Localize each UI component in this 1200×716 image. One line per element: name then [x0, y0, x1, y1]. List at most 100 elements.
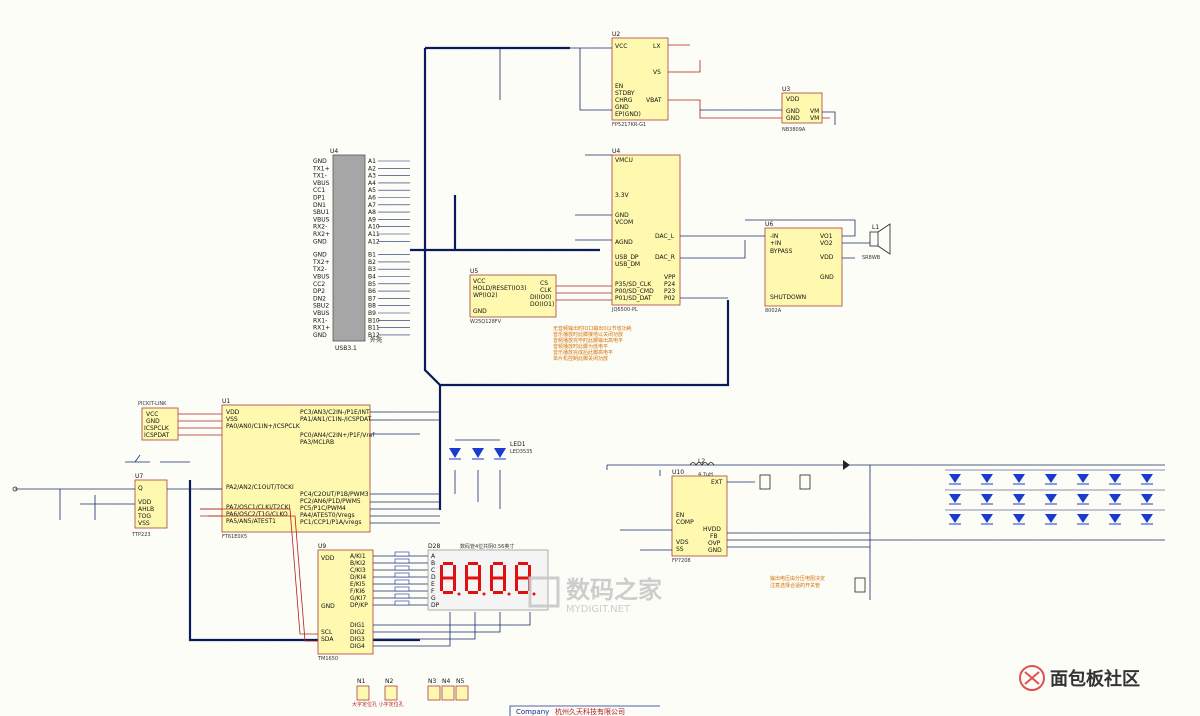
- usb-pin-label: TX2+: [312, 259, 330, 266]
- usb-pin-label: VBUS: [313, 310, 330, 317]
- chip-u6: U6 8002A -IN +IN BYPASS SHUTDOWN VO1 VO2…: [764, 221, 843, 314]
- resistor-array: [394, 551, 410, 606]
- u4-pin: DAC_L: [655, 233, 675, 240]
- usb-pin-number: A12: [368, 238, 380, 245]
- speaker-ref: L1: [872, 224, 879, 231]
- segment: [468, 576, 478, 580]
- segment: [515, 578, 518, 591]
- u5-pin: DO(IO1): [530, 301, 554, 308]
- chip-u7: U7 TTP223 Q VDD AHLB TOG VSS: [131, 473, 168, 538]
- u5-pin: CS: [540, 280, 548, 287]
- u5-pin: VCC: [473, 278, 485, 285]
- u10-pin: EN: [676, 512, 684, 519]
- usb-pin-number: A11: [368, 231, 380, 238]
- segment: [478, 578, 481, 591]
- u5-pin: GND: [473, 308, 487, 315]
- display-label: 数码管4位共阴0.56英寸: [460, 543, 514, 550]
- usb-pin-label: DN2: [313, 295, 326, 302]
- connector-note: 大字定位孔 小字定位孔: [352, 701, 404, 708]
- segment: [518, 576, 528, 580]
- usb-pin-number: B8: [368, 303, 376, 310]
- usb-pin-label: CC1: [313, 187, 325, 194]
- u9-pin: DIG1: [350, 622, 365, 629]
- u1-pin: PA3/MCLRB: [300, 439, 334, 446]
- led-icon: [1045, 474, 1057, 483]
- u2-pin: LX: [653, 43, 660, 50]
- u10-name: FP7208: [672, 558, 691, 564]
- resistor-icon: [394, 572, 410, 578]
- note-line: 音频播放完毕时此脚输出高电平: [553, 337, 623, 344]
- u4-pin: AGND: [615, 239, 633, 246]
- led-icon: [981, 474, 993, 483]
- segment: [493, 591, 503, 594]
- u1-pin: PC0/AN4/C2IN+/P1F/Vref: [300, 432, 375, 439]
- boost-note: 注意选择合适的开关管: [770, 582, 820, 589]
- u6-pin: -IN: [770, 233, 778, 240]
- u6-pin: VO2: [820, 240, 833, 247]
- segment: [490, 565, 493, 578]
- segment: [440, 578, 443, 591]
- connector-pad: [427, 685, 441, 701]
- u6-name: 8002A: [765, 308, 782, 314]
- usb-pin-label: TX2-: [312, 266, 327, 273]
- u9-pin: DIG4: [350, 643, 365, 650]
- u1-pin: PC5/P1C/PWM4: [300, 505, 346, 512]
- u4-pin: P00/SD_CMD: [615, 288, 654, 295]
- u5-pin: HOLD/RESET(IO3): [473, 285, 526, 292]
- seg-pin: F: [431, 588, 435, 595]
- segment: [478, 565, 481, 578]
- u6-pin: SHUTDOWN: [770, 294, 806, 301]
- u7-pin: AHLB: [138, 506, 154, 513]
- resistor-icon: [394, 600, 410, 606]
- u7-ref: U7: [135, 473, 143, 480]
- usb-pin-label: SBU1: [313, 209, 329, 216]
- speaker-icon: L1 SR8WB: [862, 223, 891, 261]
- u1-pin: PC4/C2OUT/P1B/PWM3: [300, 491, 369, 498]
- resistor-icon: [394, 579, 410, 585]
- u9-pin: GND: [321, 603, 335, 610]
- led-icon: [1077, 514, 1089, 523]
- digit-8: [440, 562, 461, 596]
- u3-ref: U3: [782, 86, 790, 93]
- led1-name: LED3535: [510, 449, 533, 455]
- usb-pin-number: A4: [368, 180, 376, 187]
- u1-pin: PC1/CCP1/P1A/vregs: [300, 519, 362, 526]
- u9-pin: A/KI1: [350, 553, 366, 560]
- u4-pin: VMCU: [615, 157, 633, 164]
- u2-ref: U2: [612, 31, 620, 38]
- u4-name: JQ6500-PL: [611, 307, 638, 313]
- led-icon: [1141, 474, 1153, 483]
- u4-ref: U4: [612, 148, 620, 155]
- u1-pin: PA7/OSC1/CLKI/T2CKI: [226, 504, 291, 511]
- chip-u1: U1 FT61E0X5 VDDVSSPA0/AN0/C1IN+/ICSPCLKP…: [221, 398, 375, 540]
- inductor-icon: [689, 462, 715, 466]
- seg-pin: G: [431, 595, 436, 602]
- u5-ref: U5: [470, 268, 478, 275]
- note-line: 音乐播放完成后此脚高电平: [553, 349, 613, 356]
- u4-pin: P35/SD_CLK: [615, 281, 652, 288]
- seg-pin: C: [431, 567, 435, 574]
- segment: [465, 565, 468, 578]
- l2-ref: L2: [698, 458, 705, 465]
- connector-pad: [356, 685, 370, 701]
- resistor-icon: [394, 558, 410, 564]
- note-line: 单片机控制此脚关闭功放: [553, 355, 608, 362]
- led-icon: [1077, 474, 1089, 483]
- chip-u4: U4 JQ6500-PL VMCU 3.3V GND VCOM AGND USB…: [611, 148, 681, 313]
- u9-pin: G/KI7: [350, 595, 366, 602]
- u1-pin: PA4/ATEST0/Vregs: [300, 512, 355, 519]
- segment: [453, 565, 456, 578]
- u2-pin: EN: [615, 83, 623, 90]
- usb-pin-label: GND: [313, 238, 327, 245]
- chip-u2: U2 FP5217KR-G1 VCC EN STDBY CHRG GND EP(…: [611, 31, 669, 128]
- mosfet-icons: [759, 460, 866, 593]
- u4-pin: P01/SD_DAT: [615, 295, 652, 302]
- u1-pin: PA1/AN1/C1IN-/ICSPDAT: [300, 416, 372, 423]
- u1-pin: PA2/AN2/C1OUT/T0CKI: [226, 484, 294, 491]
- usb-pin-number: B10: [368, 317, 380, 324]
- usb-pin-label: DN1: [313, 202, 326, 209]
- u1-pin: PC2/AN6/P1D/PWM5: [300, 498, 361, 505]
- u4-pin: USB_DP: [615, 254, 639, 261]
- u10-ref: U10: [672, 469, 684, 476]
- usb-pin-label: GND: [313, 252, 327, 259]
